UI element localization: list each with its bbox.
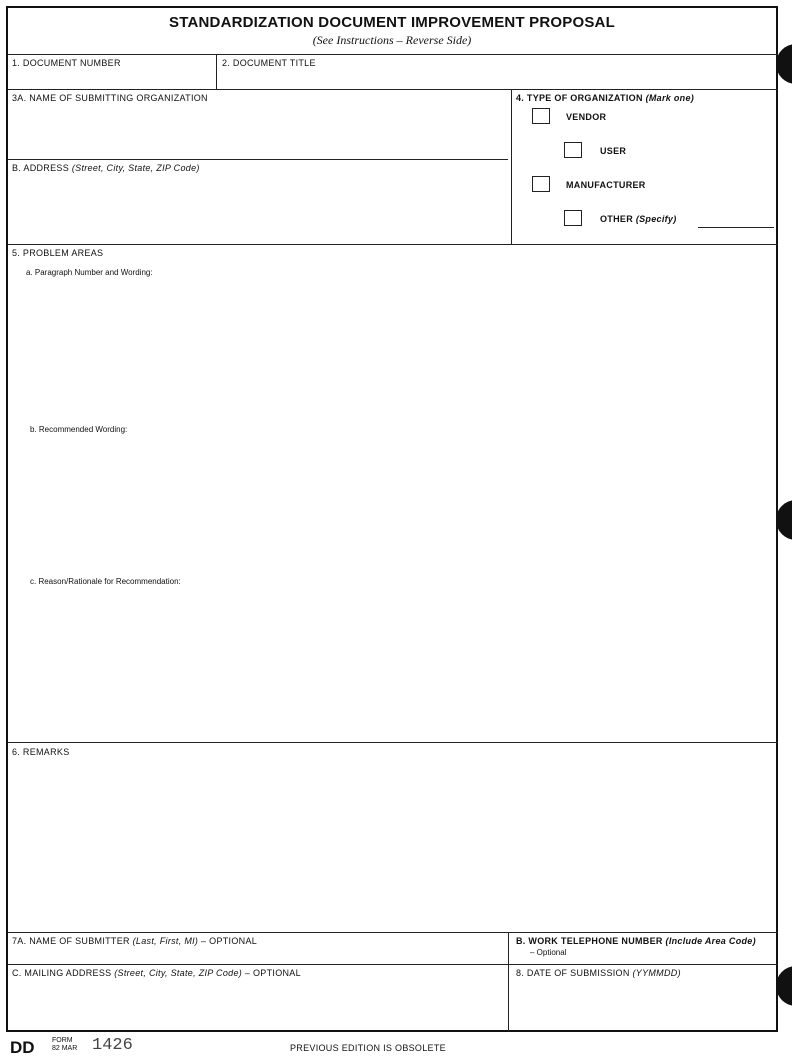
manufacturer-label: MANUFACTURER (566, 180, 646, 190)
other-specify-field[interactable] (698, 210, 774, 226)
submitter-name-optional: – Optional (201, 936, 258, 946)
mailing-hint: (Street, City, State, ZIP Code) (114, 968, 243, 978)
doc-number-field[interactable] (10, 70, 214, 87)
divider-docinfo (8, 89, 778, 90)
manufacturer-checkbox[interactable] (532, 176, 550, 192)
divider-problem (8, 244, 778, 245)
punch-hole-bottom (776, 966, 792, 1006)
doc-title-label: 2. DOCUMENT TITLE (222, 58, 316, 68)
form-subtitle: (See Instructions – Reverse Side) (312, 33, 472, 47)
phone-hint: (Include Area Code) (665, 936, 756, 946)
org-name-field[interactable] (10, 106, 506, 156)
form-title: STANDARDIZATION DOCUMENT IMPROVEMENT PRO… (169, 14, 615, 31)
other-specify-line (698, 227, 774, 228)
mailing-address-label: c. MAILING ADDRESS (Street, City, State,… (12, 968, 301, 978)
divider-org-vertical (511, 89, 512, 244)
user-checkbox[interactable] (564, 142, 582, 158)
footer-form-word: FORM (52, 1037, 73, 1044)
footer-dd: DD (10, 1038, 35, 1057)
divider-header (8, 54, 778, 55)
problem-a-label: a. Paragraph Number and Wording: (26, 268, 153, 277)
date-hint: (YYMMDD) (632, 968, 681, 978)
problem-b-label: b. Recommended Wording: (30, 425, 128, 434)
footer-form-date: 82 MAR (52, 1045, 78, 1052)
punch-hole-top (776, 44, 792, 84)
divider-mailing (8, 964, 778, 965)
footer-form-label: FORM 82 MAR (52, 1037, 77, 1053)
doc-title-field[interactable] (220, 70, 776, 87)
phone-field[interactable] (512, 948, 776, 962)
address-hint: (Street, City, State, ZIP Code) (71, 163, 200, 173)
org-type-label-text: 4. TYPE OF ORGANIZATION (516, 93, 643, 103)
submitter-name-label-text: 7a. NAME OF SUBMITTER (12, 936, 130, 946)
submitter-name-label: 7a. NAME OF SUBMITTER (Last, First, MI) … (12, 936, 257, 946)
address-label: b. ADDRESS (Street, City, State, ZIP Cod… (12, 163, 200, 173)
rationale-field[interactable] (10, 589, 776, 739)
vendor-checkbox[interactable] (532, 108, 550, 124)
other-label-text: OTHER (600, 214, 633, 224)
mailing-address-field[interactable] (10, 980, 506, 1030)
mailing-optional: – Optional (244, 968, 301, 978)
footer-form-number: 1426 (92, 1036, 133, 1055)
submitter-name-hint: (Last, First, MI) (132, 936, 199, 946)
divider-submit-vertical (508, 932, 509, 1032)
form-frame: STANDARDIZATION DOCUMENT IMPROVEMENT PRO… (6, 6, 778, 1032)
phone-label: b. WORK TELEPHONE NUMBER (Include Area C… (516, 936, 756, 946)
problem-areas-label: 5. PROBLEM AREAS (12, 248, 104, 258)
phone-optional: – Optional (530, 948, 567, 957)
problem-c-label: c. Reason/Rationale for Recommendation: (30, 577, 181, 586)
doc-number-label: 1. DOCUMENT NUMBER (12, 58, 121, 68)
paragraph-wording-field[interactable] (10, 280, 776, 420)
divider-remarks (8, 742, 778, 743)
mailing-label-text: c. MAILING ADDRESS (12, 968, 112, 978)
remarks-field[interactable] (10, 760, 776, 928)
divider-doc-vertical (216, 54, 217, 89)
submission-date-label: 8. DATE OF SUBMISSION (YYMMDD) (516, 968, 681, 978)
submitter-name-field[interactable] (10, 948, 506, 962)
org-name-label: 3a. NAME OF SUBMITTING ORGANIZATION (12, 93, 208, 103)
other-hint: (Specify) (635, 214, 677, 224)
divider-submitter (8, 932, 778, 933)
address-field[interactable] (10, 176, 506, 241)
other-checkbox[interactable] (564, 210, 582, 226)
punch-hole-middle (776, 500, 792, 540)
recommended-wording-field[interactable] (10, 437, 776, 577)
divider-orgname (8, 159, 508, 160)
vendor-label: VENDOR (566, 112, 607, 122)
org-type-label: 4. TYPE OF ORGANIZATION (Mark one) (516, 93, 694, 103)
phone-label-text: b. WORK TELEPHONE NUMBER (516, 936, 663, 946)
org-type-hint: (Mark one) (645, 93, 695, 103)
submission-date-field[interactable] (512, 980, 776, 1030)
address-label-text: b. ADDRESS (12, 163, 70, 173)
other-label: OTHER (Specify) (600, 214, 677, 224)
footer-previous-edition: PREVIOUS EDITION IS OBSOLETE (290, 1043, 446, 1053)
date-label-text: 8. DATE OF SUBMISSION (516, 968, 630, 978)
user-label: USER (600, 146, 627, 156)
remarks-label: 6. REMARKS (12, 747, 70, 757)
